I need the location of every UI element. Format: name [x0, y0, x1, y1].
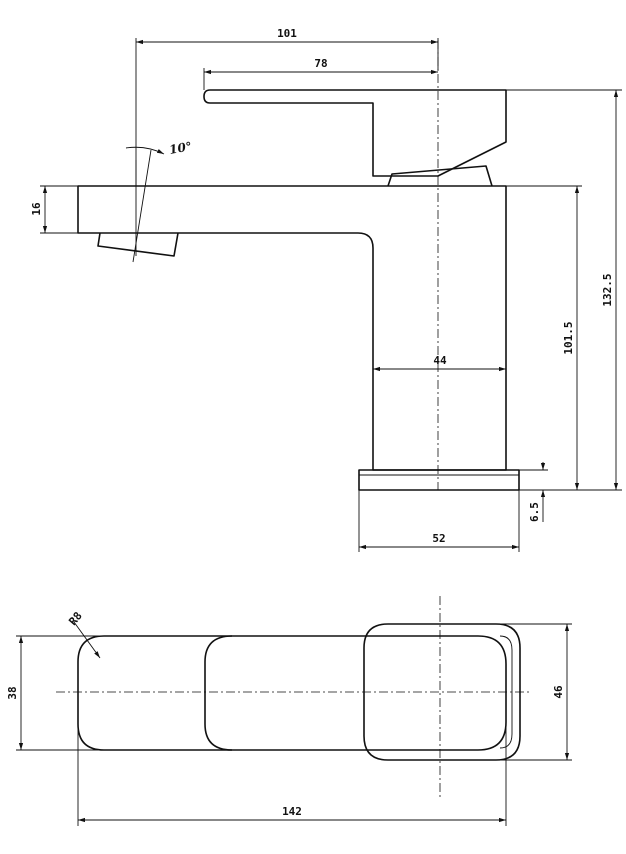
dim-total-height: 132.5: [601, 273, 614, 306]
dim-base-width-top: 46: [552, 685, 565, 699]
dim-overall-depth: 101: [277, 27, 297, 40]
spout-body: [77, 185, 507, 471]
radius-leader: [73, 621, 101, 659]
angle-arc: [125, 146, 165, 155]
lever-handle: [203, 89, 507, 177]
top-view: R8 38 46 142: [6, 596, 572, 826]
dim-spout-thickness: 16: [30, 202, 43, 216]
cartridge-cap: [387, 165, 493, 187]
spout-top-outline: [77, 635, 507, 751]
dim-total-length: 142: [282, 805, 302, 818]
angle-inclined-line: [132, 149, 152, 263]
angle-note: 10°: [168, 139, 193, 157]
dim-base-height: 6.5: [528, 502, 541, 522]
dim-body-height: 101.5: [562, 321, 575, 354]
dim-lever-length: 78: [314, 57, 327, 70]
dim-radius: R8: [66, 609, 84, 628]
lever-top-face: [204, 635, 233, 751]
side-view: 10° 101 78 16 101.5 132.5 44 6.5: [30, 27, 622, 552]
aerator: [97, 232, 179, 257]
dim-body-width: 44: [433, 354, 447, 367]
base-plate: [358, 469, 520, 491]
dim-spout-width: 38: [6, 686, 19, 699]
dim-base-width-side: 52: [432, 532, 445, 545]
